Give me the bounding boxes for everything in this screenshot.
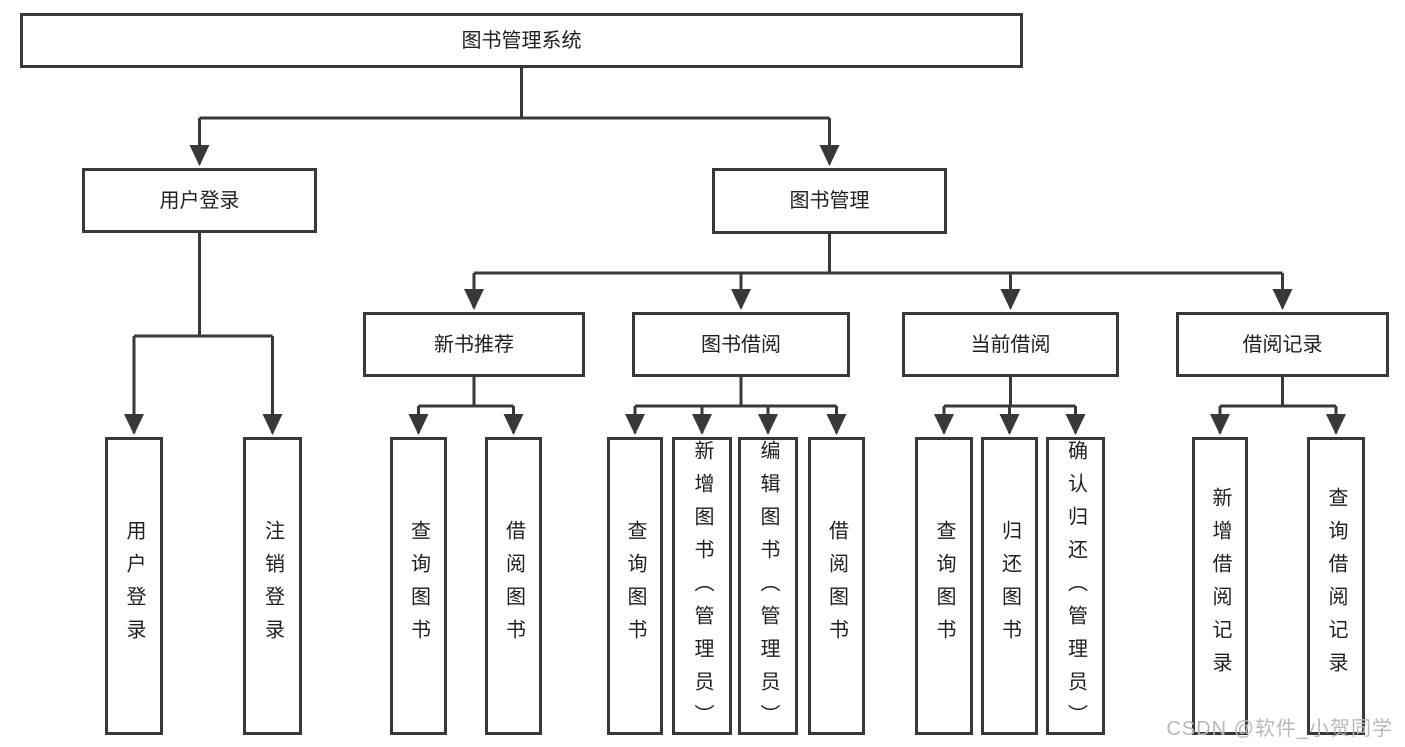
node-book-borrowing-label: 图书借阅 xyxy=(701,333,781,356)
node-root-label: 图书管理系统 xyxy=(461,29,582,52)
node-current-borrowing: 当前借阅 xyxy=(902,312,1119,377)
node-root: 图书管理系统 xyxy=(20,13,1023,68)
node-user-login: 用户登录 xyxy=(82,168,317,233)
csdn-watermark: CSDN @软件_小贺同学 xyxy=(1166,718,1393,740)
leaf-add-books-admin-label: 新增图书（管理员） xyxy=(691,440,713,737)
node-book-management-label: 图书管理 xyxy=(789,190,870,212)
leaf-add-borrow-record: 新增借阅记录 xyxy=(1192,437,1248,735)
node-book-management: 图书管理 xyxy=(712,168,947,234)
leaf-recommend-borrow-books-label: 借阅图书 xyxy=(502,520,525,652)
leaf-borrowing-query-books-label: 查询图书 xyxy=(624,520,646,652)
leaf-query-borrow-record-label: 查询借阅记录 xyxy=(1325,487,1347,685)
leaf-user-login: 用户登录 xyxy=(105,437,163,735)
leaf-return-books-label: 归还图书 xyxy=(998,520,1021,652)
leaf-edit-books-admin: 编辑图书（管理员） xyxy=(738,437,798,737)
leaf-query-borrow-record: 查询借阅记录 xyxy=(1307,437,1365,735)
leaf-add-books-admin: 新增图书（管理员） xyxy=(672,437,732,737)
leaf-logout-label: 注销登录 xyxy=(261,520,284,652)
arrowheads xyxy=(124,145,1346,435)
leaf-add-borrow-record-label: 新增借阅记录 xyxy=(1209,487,1231,685)
node-new-book-recommend: 新书推荐 xyxy=(363,312,585,377)
leaf-borrowing-query-books: 查询图书 xyxy=(607,437,663,735)
leaf-recommend-borrow-books: 借阅图书 xyxy=(485,437,542,735)
node-user-login-label: 用户登录 xyxy=(159,189,240,212)
leaf-recommend-query-books-label: 查询图书 xyxy=(407,520,430,652)
leaf-user-login-label: 用户登录 xyxy=(123,520,145,652)
node-borrowing-records-label: 借阅记录 xyxy=(1242,333,1323,356)
leaf-edit-books-admin-label: 编辑图书（管理员） xyxy=(757,440,779,737)
node-current-borrowing-label: 当前借阅 xyxy=(970,333,1051,356)
leaf-return-books: 归还图书 xyxy=(981,437,1038,735)
leaf-current-query-books-label: 查询图书 xyxy=(933,520,955,652)
leaf-borrow-books: 借阅图书 xyxy=(808,437,865,735)
node-book-borrowing: 图书借阅 xyxy=(632,312,850,377)
leaf-borrow-books-label: 借阅图书 xyxy=(825,520,848,652)
leaf-current-query-books: 查询图书 xyxy=(915,437,973,735)
node-borrowing-records: 借阅记录 xyxy=(1176,312,1389,377)
leaf-recommend-query-books: 查询图书 xyxy=(390,437,447,735)
node-new-book-recommend-label: 新书推荐 xyxy=(434,333,514,356)
leaf-confirm-return-admin-label: 确认归还（管理员） xyxy=(1064,440,1087,737)
leaf-logout: 注销登录 xyxy=(243,437,302,735)
leaf-confirm-return-admin: 确认归还（管理员） xyxy=(1046,437,1105,737)
